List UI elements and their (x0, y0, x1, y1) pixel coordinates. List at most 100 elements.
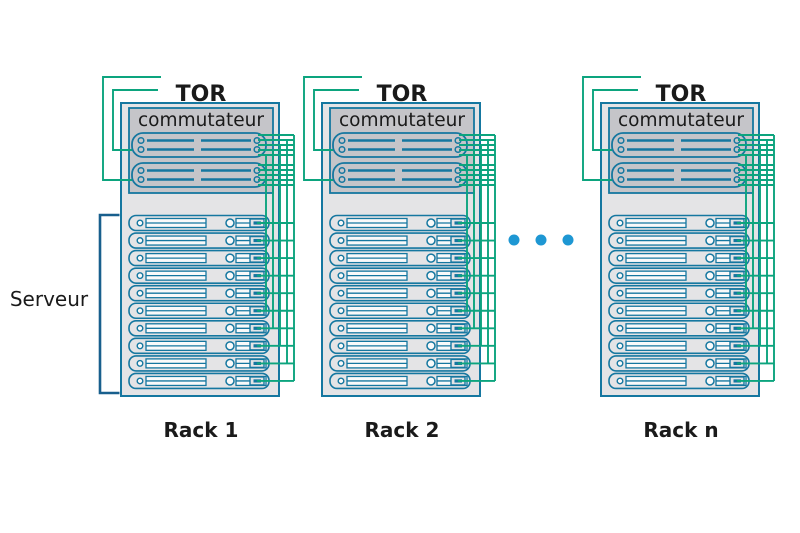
uplink-wires (303, 76, 362, 181)
fan-icon (705, 270, 715, 281)
server-led-icon (136, 219, 144, 227)
server-unit (128, 319, 270, 337)
fan-icon (225, 270, 235, 281)
ellipsis-dots (508, 234, 574, 246)
switch-chassis (611, 132, 747, 158)
fan-icon (225, 253, 235, 263)
server-led-icon (136, 324, 144, 332)
fan-icon (426, 341, 436, 351)
uplink-wires (582, 76, 641, 181)
uplink-wire (303, 76, 362, 181)
server-led-icon (337, 237, 345, 245)
rack-label: Rack 2 (365, 418, 440, 442)
server-led-icon (337, 377, 345, 385)
server-unit (128, 337, 270, 355)
server-unit (329, 337, 471, 355)
server-unit (128, 214, 270, 232)
fan-icon (705, 323, 715, 334)
switch-led-icon (137, 145, 145, 154)
server-led-icon (136, 377, 144, 385)
server-led-icon (337, 307, 345, 315)
switch-led-icon (617, 175, 625, 184)
uplink-wire (582, 76, 641, 181)
server-unit (608, 267, 750, 284)
server-led-icon (337, 289, 345, 297)
server-unit (608, 284, 750, 302)
server-unit (329, 355, 471, 372)
server-unit (329, 267, 471, 284)
server-led-icon (616, 272, 624, 280)
fan-icon (225, 376, 235, 386)
switch-led-icon (137, 166, 145, 175)
server-unit (608, 319, 750, 337)
fan-icon (426, 306, 436, 316)
server-led-icon (616, 289, 624, 297)
server-unit (128, 355, 270, 372)
server-led-icon (136, 289, 144, 297)
fan-icon (705, 253, 715, 263)
server-unit (608, 214, 750, 232)
switch-unit (131, 162, 267, 188)
ellipsis-dot-icon (562, 234, 574, 246)
server-led-icon (136, 272, 144, 280)
switch-led-icon (137, 175, 145, 184)
fan-icon (225, 235, 235, 246)
server-led-icon (136, 342, 144, 350)
switch-led-icon (338, 166, 346, 175)
server-unit (608, 302, 750, 320)
fan-icon (225, 218, 235, 228)
server-unit (329, 249, 471, 267)
fan-icon (705, 218, 715, 228)
server-unit (128, 249, 270, 267)
server-led-icon (616, 342, 624, 350)
server-led-icon (136, 254, 144, 262)
fan-icon (426, 218, 436, 228)
serveur-label: Serveur (10, 287, 89, 311)
fan-icon (225, 288, 235, 298)
server-led-icon (337, 272, 345, 280)
server-unit (329, 214, 471, 232)
server-unit (128, 232, 270, 249)
fan-icon (225, 323, 235, 334)
switch-led-icon (137, 136, 145, 145)
server-led-icon (337, 324, 345, 332)
switch-unit (611, 162, 747, 188)
fan-icon (426, 288, 436, 298)
fan-icon (426, 376, 436, 386)
server-led-icon (616, 324, 624, 332)
uplink-wire (592, 89, 638, 151)
server-unit (128, 372, 270, 390)
uplink-wires (102, 76, 161, 181)
fan-icon (225, 358, 235, 369)
tor-label: TOR (656, 82, 707, 107)
server-unit (128, 302, 270, 320)
server-unit (128, 267, 270, 284)
uplink-wire (102, 76, 161, 181)
switch-led-icon (617, 145, 625, 154)
server-unit (329, 284, 471, 302)
server-led-icon (337, 254, 345, 262)
fan-icon (705, 306, 715, 316)
fan-icon (705, 288, 715, 298)
server-led-icon (337, 219, 345, 227)
patch-wires (458, 134, 496, 382)
server-led-icon (616, 359, 624, 367)
switch-chassis (131, 132, 267, 158)
server-led-icon (616, 254, 624, 262)
switch-chassis (131, 162, 267, 188)
server-unit (608, 249, 750, 267)
tor-label: TOR (176, 82, 227, 107)
switch-led-icon (617, 166, 625, 175)
server-unit (329, 302, 471, 320)
fan-icon (426, 358, 436, 369)
ellipsis-dot-icon (535, 234, 547, 246)
switch-chassis (611, 162, 747, 188)
server-led-icon (337, 359, 345, 367)
server-led-icon (136, 359, 144, 367)
fan-icon (426, 323, 436, 334)
commutateur-label: commutateur (138, 109, 264, 131)
fan-icon (705, 235, 715, 246)
